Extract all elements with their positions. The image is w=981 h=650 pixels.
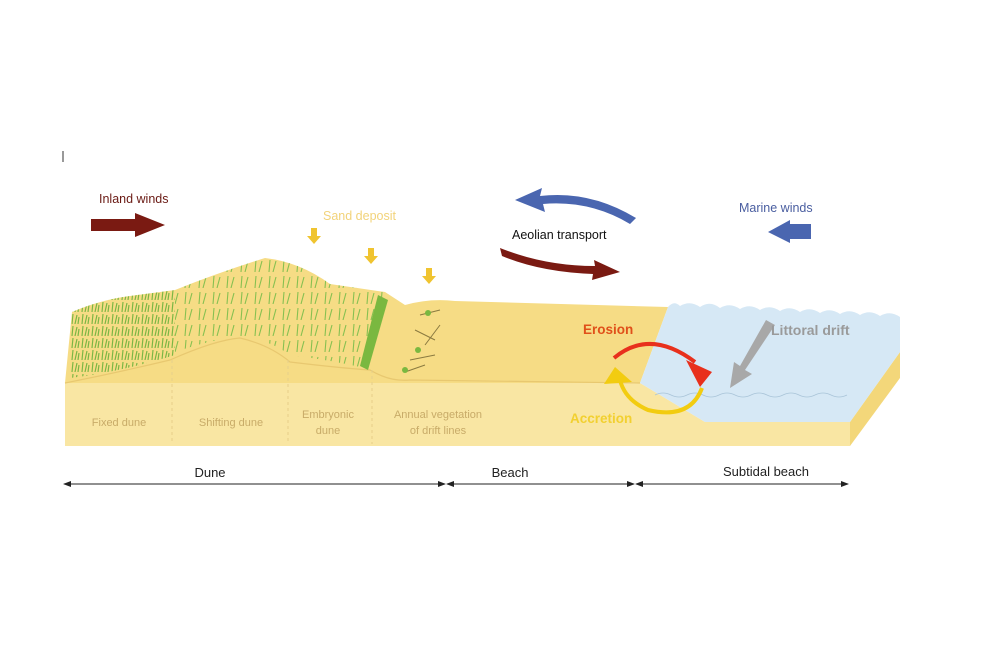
- erosion-label: Erosion: [583, 322, 633, 337]
- accretion-arrowhead: [604, 367, 632, 384]
- range-beach-label: Beach: [492, 465, 529, 480]
- zone-annual-veg-line1: Annual vegetation: [394, 409, 482, 421]
- zone-embryonic-dune-line2: dune: [316, 425, 340, 437]
- embryonic-vegetation: [360, 295, 388, 370]
- aeolian-seaward-arrow: [515, 188, 636, 224]
- marine-winds-label: Marine winds: [739, 201, 813, 215]
- erosion-arrowhead: [686, 360, 712, 387]
- wave-line: [654, 392, 848, 398]
- sand-front-face: [65, 383, 850, 446]
- zone-dividers: [171, 360, 373, 444]
- erosion-arrow: [612, 342, 697, 364]
- zone-shifting-dune: Shifting dune: [199, 417, 263, 429]
- inland-winds-arrow: [91, 213, 165, 237]
- dune-base-line: [64, 337, 641, 384]
- zone-annual-veg-line2: of drift lines: [410, 425, 467, 437]
- range-subtidal-label: Subtidal beach: [723, 464, 809, 479]
- shifting-dune-vegetation: [175, 258, 385, 368]
- zone-labels: Fixed dune Shifting dune Embryonic dune …: [92, 409, 482, 437]
- sand-side-face: [850, 352, 900, 446]
- marine-winds-arrow: [768, 220, 811, 243]
- zone-fixed-dune: Fixed dune: [92, 417, 146, 429]
- littoral-drift-label: Littoral drift: [771, 322, 850, 338]
- aeolian-landward-arrow: [500, 248, 620, 280]
- inland-winds-label: Inland winds: [99, 192, 169, 206]
- sand-deposit-arrows: [307, 228, 436, 284]
- zone-embryonic-dune-line1: Embryonic: [302, 409, 354, 421]
- accretion-arrow: [618, 379, 704, 415]
- sea-water: [640, 303, 900, 422]
- accretion-label: Accretion: [570, 411, 632, 426]
- sand-deposit-label: Sand deposit: [323, 209, 397, 223]
- range-dune-label: Dune: [194, 465, 225, 480]
- drift-line-debris: [402, 309, 441, 373]
- littoral-drift-arrow: [730, 320, 775, 388]
- aeolian-transport-label: Aeolian transport: [512, 228, 607, 242]
- fixed-dune-vegetation: [70, 290, 175, 378]
